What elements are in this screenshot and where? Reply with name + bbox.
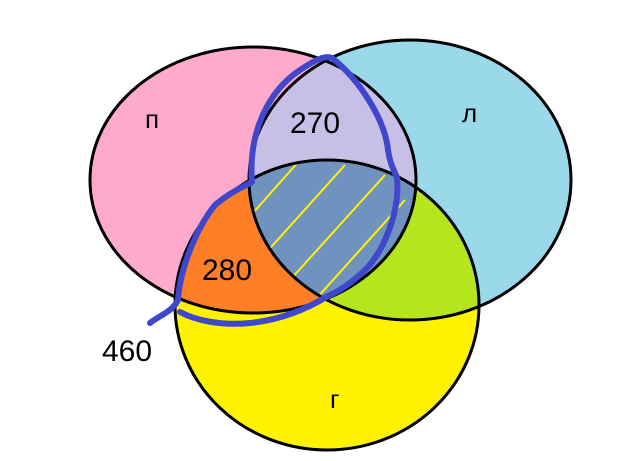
region-p-and-g-value: 280 <box>202 254 252 287</box>
set-p-border <box>88 45 418 315</box>
set-p-label: п <box>145 104 159 134</box>
set-l-label: л <box>462 98 477 128</box>
set-g-label: г <box>330 384 339 414</box>
region-p-and-l-value: 270 <box>290 107 340 140</box>
highlight-outline <box>147 54 401 327</box>
outline-total-value: 460 <box>102 335 152 368</box>
